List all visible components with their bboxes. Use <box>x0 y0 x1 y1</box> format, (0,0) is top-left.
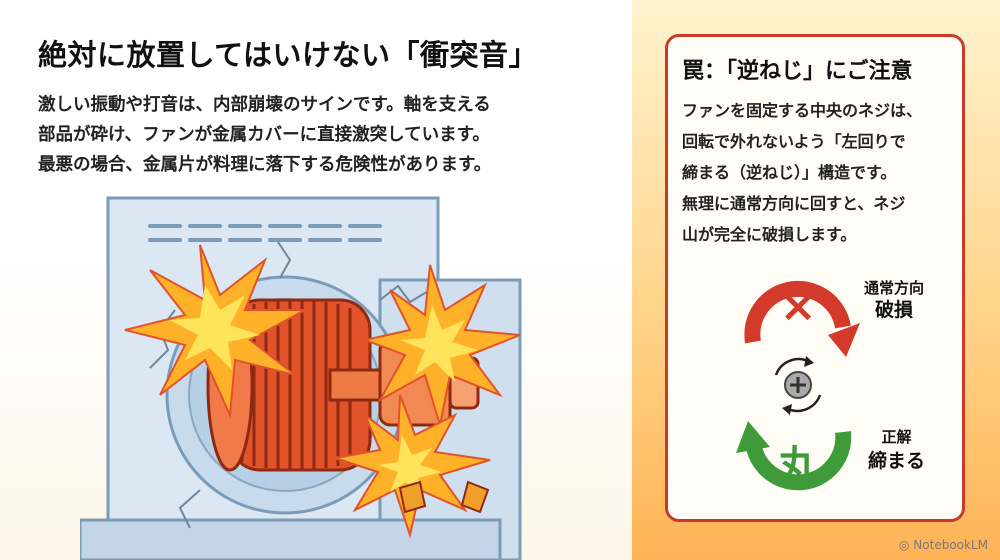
body-text: 激しい振動や打音は、内部崩壊のサインです。軸を支える 部品が砕け、ファンが金属カ… <box>38 90 491 180</box>
circle-mark-icon: 丸 <box>777 443 818 489</box>
notebooklm-logo-icon: ◎ <box>898 538 910 552</box>
wrong-direction-label: 通常方向 破損 <box>864 279 925 321</box>
card-line: ファンを固定する中央のネジは、 <box>682 101 923 120</box>
vent-slots <box>148 224 382 242</box>
card-line: 回転で外れないよう「左回りで <box>682 132 906 151</box>
cross-mark-icon: × <box>780 281 817 332</box>
card-title: 罠：「逆ねじ」にご注意 <box>682 59 913 84</box>
rotation-arrows-icon <box>774 357 809 376</box>
body-line: 部品が砕け、ファンが金属カバーに直接激突しています。 <box>38 125 490 145</box>
left-panel: 絶対に放置してはいけない「衝突音」 激しい振動や打音は、内部崩壊のサインです。軸… <box>0 0 632 560</box>
green-arrow-icon <box>745 431 852 491</box>
card-line: 無理に通常方向に回すと、ネジ <box>682 194 906 213</box>
reverse-thread-warning-card: 罠：「逆ねじ」にご注意 ファンを固定する中央のネジは、 回転で外れないよう「左回… <box>665 34 965 522</box>
fan-collision-illustration <box>80 196 522 560</box>
metal-fragment <box>460 480 490 514</box>
page-title: 絶対に放置してはいけない「衝突音」 <box>38 38 539 72</box>
body-line: 激しい振動や打音は、内部崩壊のサインです。軸を支える <box>38 95 491 115</box>
card-line: 締まる（逆ねじ）」構造です。 <box>682 163 897 182</box>
screw-direction-diagram: × 丸 <box>736 280 860 491</box>
base-plate <box>80 518 502 560</box>
card-text: ファンを固定する中央のネジは、 回転で外れないよう「左回りで 締まる（逆ねじ）」… <box>682 95 922 250</box>
card-line: 山が完全に破損します。 <box>682 225 857 244</box>
watermark: ◎ NotebookLM <box>898 538 988 552</box>
red-arrow-icon <box>744 280 851 344</box>
body-line: 最悪の場合、金属片が料理に落下する危険性があります。 <box>38 155 492 175</box>
metal-fragment <box>398 480 427 514</box>
correct-direction-label: 正解 締まる <box>868 428 926 472</box>
